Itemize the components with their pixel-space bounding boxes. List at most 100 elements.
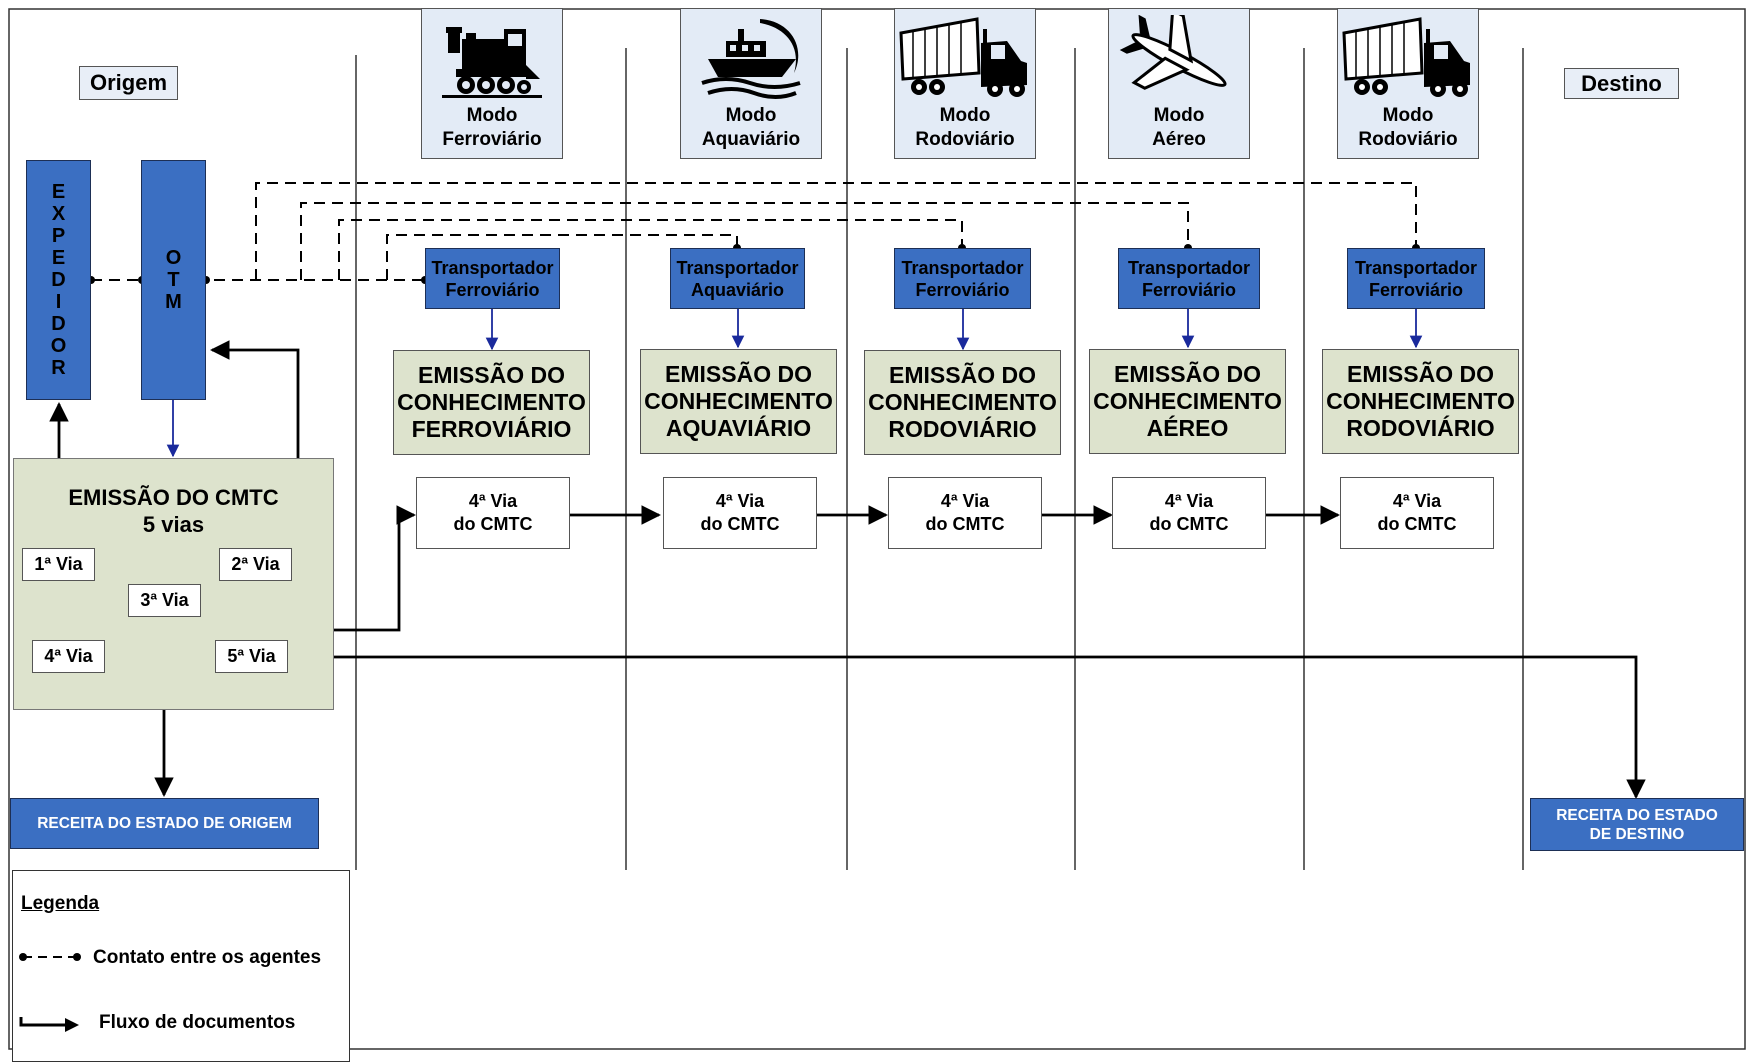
emissao-line3: RODOVIÁRIO (888, 416, 1037, 442)
emissao-line1: EMISSÃO DO (889, 362, 1036, 388)
via4-line2: do CMTC (453, 514, 533, 534)
legend-fluxo: Fluxo de documentos (99, 1012, 296, 1033)
emissao-line3: FERROVIÁRIO (411, 416, 572, 442)
via-4: 4ª Via (32, 640, 105, 673)
expedidor-letter: X (51, 203, 66, 225)
mode-line2: Ferroviário (442, 129, 542, 150)
mode-line1: Modo (466, 105, 518, 126)
transportador-line2: Ferroviário (1368, 279, 1464, 300)
via4-cmtc-box-1: 4ª Via do CMTC (416, 477, 570, 549)
transportador-box-2: Transportador Aquaviário (670, 248, 805, 309)
expedidor-letter: O (50, 335, 67, 357)
emissao-line2: CONHECIMENTO (397, 389, 586, 415)
via4-cmtc-box-5: 4ª Via do CMTC (1340, 477, 1494, 549)
transportador-line1: Transportador (676, 257, 799, 278)
expedidor-letter: P (51, 225, 66, 247)
transportador-line2: Ferroviário (915, 279, 1010, 300)
via4-cmtc-box-3: 4ª Via do CMTC (888, 477, 1042, 549)
mode-line2: Aquaviário (701, 129, 801, 150)
receita-estado-origem: RECEITA DO ESTADO DE ORIGEM (10, 798, 319, 849)
origem-label: Origem (79, 66, 178, 100)
cmtc-title: EMISSÃO DO CMTC (68, 485, 279, 510)
otm-box: O T M (141, 160, 206, 400)
via4-line1: 4ª Via (940, 491, 990, 511)
airplane-icon (1119, 15, 1227, 90)
emissao-line3: AÉREO (1146, 415, 1229, 441)
mode-line1: Modo (725, 105, 777, 126)
blue-arrows (166, 309, 1423, 458)
train-icon (442, 27, 542, 98)
boat-icon (701, 19, 801, 99)
transportador-line1: Transportador (1354, 257, 1478, 278)
emissao-line2: CONHECIMENTO (868, 389, 1057, 415)
transportador-line2: Ferroviário (445, 279, 540, 300)
via4-line2: do CMTC (700, 514, 780, 534)
via4-cmtc-box-2: 4ª Via do CMTC (663, 477, 817, 549)
via-3: 3ª Via (128, 584, 201, 617)
legend-contato: Contato entre os agentes (93, 947, 322, 968)
dashed-contact-icon (19, 953, 81, 961)
expedidor-letter: E (51, 181, 66, 203)
expedidor-letter: I (55, 291, 62, 313)
transportador-box-4: Transportador Ferroviário (1118, 248, 1260, 309)
legend: Legenda Contato entre os agentes Fluxo d… (12, 870, 350, 1062)
via4-line1: 4ª Via (1164, 491, 1214, 511)
mode-line2: Rodoviário (1358, 129, 1458, 150)
otm-letter: T (167, 269, 180, 291)
emissao-line1: EMISSÃO DO (1114, 361, 1261, 387)
emissao-line3: RODOVIÁRIO (1346, 415, 1495, 441)
expedidor-letter: D (51, 313, 66, 335)
transportador-box-5: Transportador Ferroviário (1347, 248, 1485, 309)
emissao-line2: CONHECIMENTO (1326, 388, 1515, 414)
mode-card-ferroviario: Modo Ferroviário (421, 8, 563, 159)
via4-line2: do CMTC (925, 514, 1005, 534)
mode-line2: Aéreo (1152, 129, 1206, 150)
emissao-conhecimento-4: EMISSÃO DO CONHECIMENTO AÉREO (1089, 349, 1286, 454)
mode-card-rodoviario-2: Modo Rodoviário (1337, 8, 1479, 159)
truck-icon (899, 17, 1027, 97)
via4-line1: 4ª Via (1392, 491, 1442, 511)
otm-letter: M (165, 291, 182, 313)
via-1: 1ª Via (22, 548, 95, 581)
emissao-line2: CONHECIMENTO (1093, 388, 1282, 414)
mode-line1: Modo (1382, 105, 1434, 126)
transportador-line1: Transportador (1127, 257, 1251, 278)
mode-line2: Rodoviário (915, 129, 1015, 150)
emissao-conhecimento-3: EMISSÃO DO CONHECIMENTO RODOVIÁRIO (864, 350, 1061, 455)
emissao-conhecimento-5: EMISSÃO DO CONHECIMENTO RODOVIÁRIO (1322, 349, 1519, 454)
expedidor-letter: R (51, 357, 66, 379)
flow-arrow-icon (19, 1017, 79, 1032)
expedidor-box: E X P E D I D O R (26, 160, 91, 400)
receita-destino-line1: RECEITA DO ESTADO (1556, 806, 1718, 824)
contact-lines (91, 182, 1417, 281)
via4-line2: do CMTC (1377, 514, 1457, 534)
outer-frame (8, 8, 1746, 1050)
transportador-line1: Transportador (431, 257, 554, 278)
emissao-line1: EMISSÃO DO (665, 361, 812, 387)
via4-cmtc-box-4: 4ª Via do CMTC (1112, 477, 1266, 549)
via4-line1: 4ª Via (715, 491, 765, 511)
expedidor-letter: D (51, 269, 66, 291)
cmtc-subtitle: 5 vias (142, 512, 205, 537)
transportador-box-3: Transportador Ferroviário (894, 248, 1031, 309)
truck-icon (1342, 17, 1470, 97)
via4-line2: do CMTC (1149, 514, 1229, 534)
emissao-line3: AQUAVIÁRIO (665, 415, 812, 441)
receita-destino-line2: DE DESTINO (1589, 825, 1685, 843)
transportador-line2: Aquaviário (690, 279, 785, 300)
legend-title: Legenda (21, 893, 100, 914)
via4-line1: 4ª Via (468, 491, 518, 511)
receita-estado-destino: RECEITA DO ESTADO DE DESTINO (1530, 798, 1744, 851)
mode-line1: Modo (939, 105, 991, 126)
emissao-conhecimento-1: EMISSÃO DO CONHECIMENTO FERROVIÁRIO (393, 350, 590, 455)
cmtc-title-block: EMISSÃO DO CMTC 5 vias (13, 484, 334, 538)
mode-card-rodoviario-1: Modo Rodoviário (894, 8, 1036, 159)
swimlane-dividers (355, 48, 1524, 870)
via-5: 5ª Via (215, 640, 288, 673)
mode-card-aereo: Modo Aéreo (1108, 8, 1250, 159)
via-2: 2ª Via (219, 548, 292, 581)
emissao-line2: CONHECIMENTO (644, 388, 833, 414)
transportador-box-1: Transportador Ferroviário (425, 248, 560, 309)
